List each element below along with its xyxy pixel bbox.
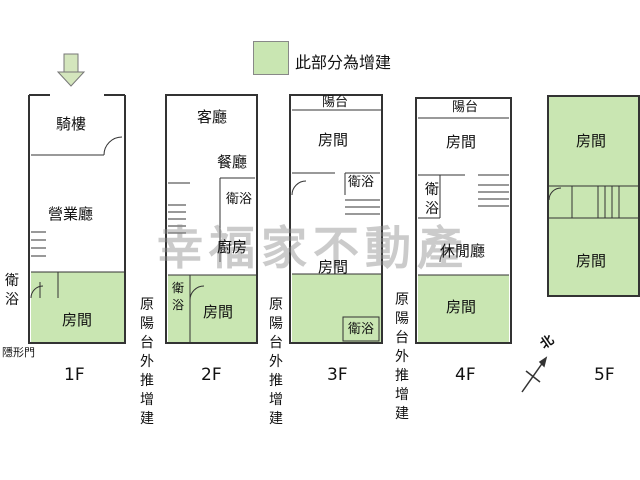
bath-label: 衛浴 — [348, 175, 375, 190]
north-arrow-icon — [521, 356, 548, 393]
room-label: 房間 — [203, 303, 234, 321]
annotation-vertical: 原陽台外推增建 — [269, 297, 283, 427]
floor-3f-walls — [289, 94, 383, 344]
floor-label-3f: 3F — [327, 365, 348, 385]
floor-label-4f: 4F — [455, 365, 476, 385]
entrance-arrow-icon — [56, 53, 86, 87]
hidden-door-label: 隱形門 — [2, 346, 35, 359]
room-label: 房間 — [318, 131, 349, 149]
room-label: 房間 — [446, 133, 477, 151]
floor-label-1f: 1F — [64, 365, 85, 385]
room-label: 陽台 — [322, 95, 349, 110]
room-label: 房間 — [62, 311, 93, 329]
room-label: 騎樓 — [56, 115, 87, 133]
annotation-vertical: 原陽台外推增建 — [395, 292, 409, 422]
floor-label-2f: 2F — [201, 365, 222, 385]
legend-text: 此部分為增建 — [295, 53, 392, 72]
room-label: 客廳 — [197, 108, 228, 126]
room-label: 房間 — [446, 298, 477, 316]
room-label: 房間 — [576, 132, 607, 150]
bath-label: 衛浴 — [5, 273, 19, 308]
floor-4f-walls — [415, 97, 512, 344]
bath-label: 衛浴 — [348, 322, 375, 337]
bath-label: 衛浴 — [425, 182, 439, 217]
floor-1f-walls — [28, 94, 126, 344]
room-label: 房間 — [318, 258, 349, 276]
room-label: 陽台 — [452, 100, 479, 115]
floor-label-5f: 5F — [594, 365, 615, 385]
floor-2f-walls — [165, 94, 258, 344]
room-label: 廚房 — [217, 238, 248, 256]
watermark: 幸福家不動產 — [157, 221, 469, 275]
room-label: 休閒廳 — [440, 242, 486, 260]
floor-5f-walls — [547, 95, 640, 297]
room-label: 房間 — [576, 252, 607, 270]
annotation-vertical: 原陽台外推增建 — [140, 297, 154, 427]
added-areas — [31, 97, 638, 343]
bath-label: 衛浴 — [171, 281, 184, 312]
legend-swatch — [253, 41, 289, 75]
room-label: 餐廳 — [217, 153, 248, 171]
room-label: 衛浴 — [226, 192, 253, 207]
room-label: 營業廳 — [48, 205, 94, 223]
